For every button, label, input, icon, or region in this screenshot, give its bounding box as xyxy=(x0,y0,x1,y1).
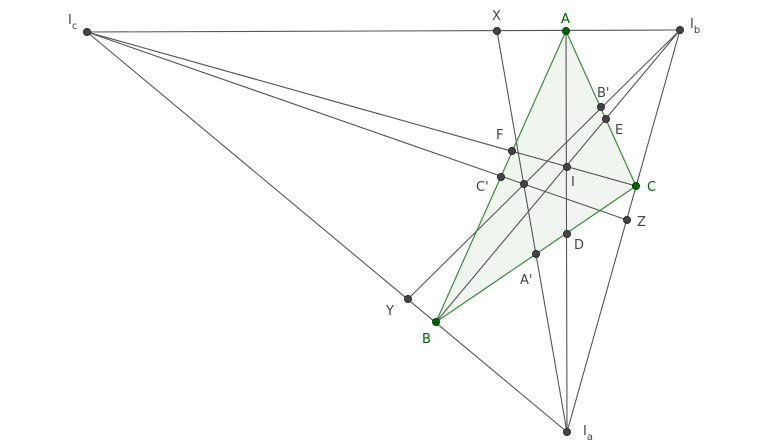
label-y: Y xyxy=(385,304,394,319)
point-ia[interactable] xyxy=(563,427,572,436)
label-f: F xyxy=(496,128,503,143)
point-b1[interactable] xyxy=(597,103,606,112)
line-x-ia xyxy=(496,30,568,433)
label-subscript: a xyxy=(587,432,593,443)
point-ib[interactable] xyxy=(676,25,685,34)
point-e[interactable] xyxy=(602,115,611,124)
label-subscript: c xyxy=(72,21,78,32)
point-d[interactable] xyxy=(563,229,572,238)
label-z: Z xyxy=(637,215,646,230)
point-c1[interactable] xyxy=(496,172,505,181)
line-ib-y xyxy=(407,29,681,300)
label-e: E xyxy=(615,123,623,138)
label-c1: C' xyxy=(476,180,489,195)
line-ic-ia xyxy=(86,31,568,433)
label-d: D xyxy=(574,238,584,253)
label-b1: B' xyxy=(597,86,610,101)
line-ic-c xyxy=(86,31,637,187)
point-p[interactable] xyxy=(520,179,529,188)
label-subscript: b xyxy=(694,25,700,36)
point-f[interactable] xyxy=(507,146,516,155)
point-b[interactable] xyxy=(431,317,440,326)
label-ic: Ic xyxy=(68,13,77,32)
point-a[interactable] xyxy=(562,26,571,35)
line-ib-b xyxy=(435,29,681,323)
point-y[interactable] xyxy=(403,294,412,303)
point-i[interactable] xyxy=(563,162,572,171)
point-c[interactable] xyxy=(632,181,641,190)
point-z[interactable] xyxy=(623,215,632,224)
label-x: X xyxy=(492,9,501,24)
line-ic-z xyxy=(86,31,628,221)
point-a1[interactable] xyxy=(532,249,541,258)
label-ib: Ib xyxy=(690,17,700,36)
label-b: B xyxy=(422,332,431,347)
line-ib-ia xyxy=(566,29,681,433)
point-x[interactable] xyxy=(492,26,501,35)
label-a1: A' xyxy=(520,273,532,288)
line-ic-ib xyxy=(86,29,681,33)
label-a: A xyxy=(561,12,570,27)
triangle-abc-fill xyxy=(436,31,636,322)
label-i: I xyxy=(571,175,575,190)
label-c: C xyxy=(647,180,656,195)
point-ic[interactable] xyxy=(83,27,92,36)
label-ia: Ia xyxy=(583,424,593,443)
